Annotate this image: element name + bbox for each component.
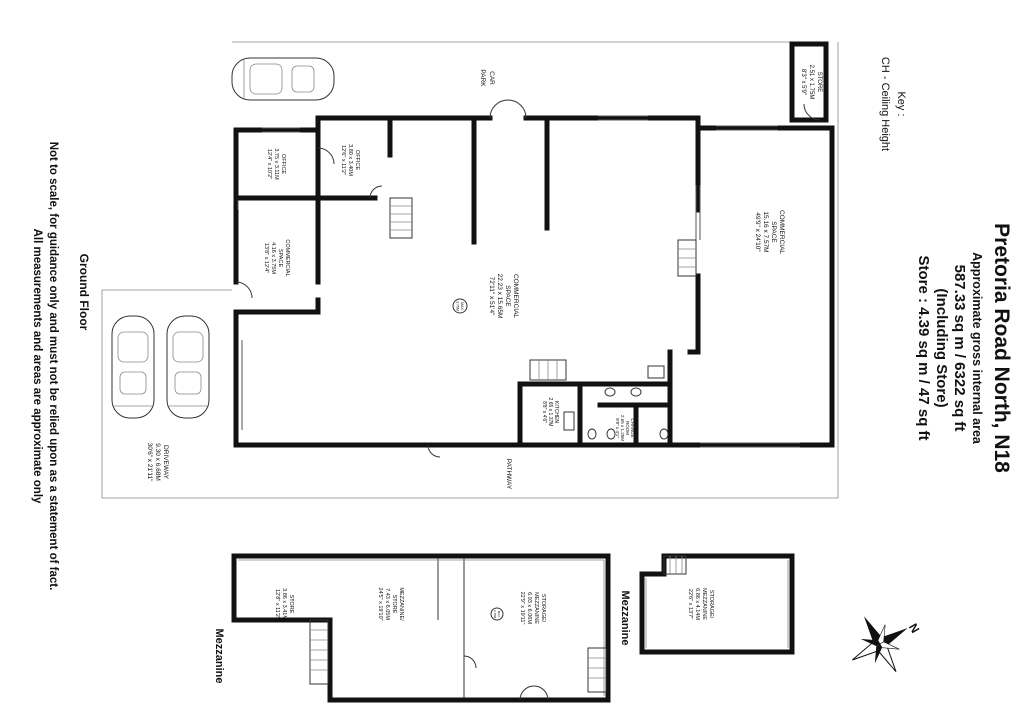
sanitary-fixtures bbox=[563, 365, 669, 440]
driveway-label: DRIVEWAY bbox=[162, 445, 169, 480]
commercial-main-dims: 22.23 x 15.65M bbox=[496, 274, 503, 319]
office-dims: 3.75 x 3.11M bbox=[273, 148, 279, 180]
windows bbox=[237, 115, 800, 448]
commercial-right-label-2: SPACE bbox=[770, 221, 777, 243]
key-item: CH - Ceiling Height bbox=[879, 57, 891, 151]
office-dims-ft: 12'4" x 10'2" bbox=[266, 149, 272, 179]
mezz-mezzanine-label: MEZZANINE/ bbox=[398, 587, 404, 621]
kitchen-dims-ft: 8'8" x 4'6" bbox=[541, 401, 547, 423]
compass-icon bbox=[851, 616, 908, 673]
compass-north-label: N bbox=[906, 621, 922, 636]
mezz-mezzanine-dims: 7.43 x 6.05M bbox=[384, 588, 390, 620]
office-label: OFFICE bbox=[280, 154, 286, 174]
store-top-label: STORE bbox=[816, 72, 822, 93]
property-title: Pretoria Road North, N18 bbox=[990, 223, 1013, 473]
commercial-small-label: COMMERCIAL bbox=[284, 239, 290, 276]
mezz-storage-label-2: MEZZANINE bbox=[533, 592, 539, 624]
ground-floor-label: Ground Floor bbox=[77, 254, 91, 331]
commercial-main-dims-ft: 72'11" x 51'4" bbox=[488, 277, 495, 316]
mezzanine-left-walls bbox=[231, 553, 611, 703]
car-park-label-2: PARK bbox=[479, 69, 486, 87]
commercial-right-dims: 15.16 x 7.57M bbox=[762, 211, 769, 252]
mezz-storage-label: STORAGE/ bbox=[540, 594, 546, 623]
change-room-label-2: ROOM bbox=[625, 421, 630, 435]
car-icon bbox=[166, 315, 210, 419]
ceiling-height-value: 3.75M bbox=[456, 301, 460, 311]
mezzanine-right-walls bbox=[639, 553, 795, 655]
change-room-dims-ft: 8'8" x 4'1" bbox=[615, 418, 620, 438]
driveway-dims-ft: 30'6" x 21'11" bbox=[146, 443, 153, 482]
mezz-store-dims: 3.86 x 3.41M bbox=[281, 588, 287, 620]
mezzanine-right-label: Mezzanine bbox=[619, 590, 631, 645]
stairs bbox=[389, 197, 697, 381]
store-top-dims-ft: 8'3" x 5'9" bbox=[800, 69, 806, 95]
car-icon bbox=[231, 57, 335, 101]
kitchen-dims: 2.65 x 1.37M bbox=[547, 398, 553, 427]
commercial-small-dims-ft: 13'8" x 12'4" bbox=[263, 243, 269, 273]
disclaimer-line-1: Not to scale, for guidance only and must… bbox=[47, 142, 59, 591]
commercial-small-dims: 4.16 x 3.75M bbox=[270, 242, 276, 274]
office-dims: 3.80 x 3.40M bbox=[347, 144, 353, 176]
car-park-label: CAR bbox=[488, 71, 495, 85]
ceiling-height-marker: MAX 3.75M bbox=[490, 607, 504, 621]
store-top-dims: 2.51 x 1.75M bbox=[808, 65, 814, 100]
mezz-storage-2-dims-ft: 22'6" x 13'7" bbox=[687, 589, 693, 619]
site-boundary bbox=[101, 41, 839, 499]
office-label: OFFICE bbox=[354, 150, 360, 170]
mezz-storage-2-label-2: MEZZANINE bbox=[701, 588, 707, 620]
mezz-storage-2-label: STORAGE/ bbox=[708, 590, 714, 619]
commercial-main-label-2: SPACE bbox=[504, 285, 511, 307]
mezz-store-label: STORE bbox=[288, 595, 294, 614]
key-heading: Key : bbox=[895, 91, 907, 116]
pathway-label: PATHWAY bbox=[505, 459, 512, 490]
car-icon bbox=[111, 315, 155, 419]
change-room-dims: 2.65 x 1.25M bbox=[620, 415, 625, 441]
driveway-dims: 9.30 x 6.68M bbox=[154, 443, 161, 481]
kitchen-label: KITCHEN bbox=[553, 401, 559, 423]
mezz-store-dims-ft: 12'8" x 11'2" bbox=[274, 589, 280, 619]
mezz-mezzanine-label-2: STORE bbox=[391, 595, 397, 614]
ceiling-height-marker: MAX 3.75M bbox=[452, 298, 468, 314]
commercial-small-label-2: SPACE bbox=[277, 249, 283, 268]
area-note: (Including Store) bbox=[933, 288, 950, 407]
mezzanine-left-label: Mezzanine bbox=[213, 628, 225, 683]
ceiling-height-label: MAX bbox=[460, 302, 464, 310]
doors bbox=[235, 99, 821, 458]
mezz-storage-2-dims: 6.86 x 4.14M bbox=[694, 588, 700, 620]
mezz-storage-dims: 6.93 x 6.06M bbox=[526, 592, 532, 624]
commercial-right-label: COMMERCIAL bbox=[778, 210, 785, 254]
mezz-storage-dims-ft: 22'9" x 19'11" bbox=[519, 592, 525, 625]
ceiling-height-label: MAX bbox=[497, 611, 501, 618]
commercial-right-dims-ft: 49'9" x 24'10" bbox=[754, 212, 761, 252]
ceiling-height-value: 3.75M bbox=[493, 610, 497, 619]
change-room-label: CHANGE bbox=[630, 418, 635, 437]
commercial-main-label: COMMERCIAL bbox=[512, 274, 519, 318]
mezz-mezzanine-dims-ft: 24'5" x 19'10" bbox=[377, 587, 383, 620]
ground-floor-walls bbox=[233, 41, 835, 448]
store-area: Store : 4.39 sq m / 47 sq ft bbox=[915, 255, 932, 440]
area-label: Approximate gross internal area bbox=[970, 252, 984, 445]
area-value: 587.33 sq m / 6322 sq ft bbox=[951, 265, 968, 432]
office-dims-ft: 12'6" x 11'2" bbox=[340, 145, 346, 175]
disclaimer-line-2: All measurements and areas are approxima… bbox=[31, 229, 43, 504]
